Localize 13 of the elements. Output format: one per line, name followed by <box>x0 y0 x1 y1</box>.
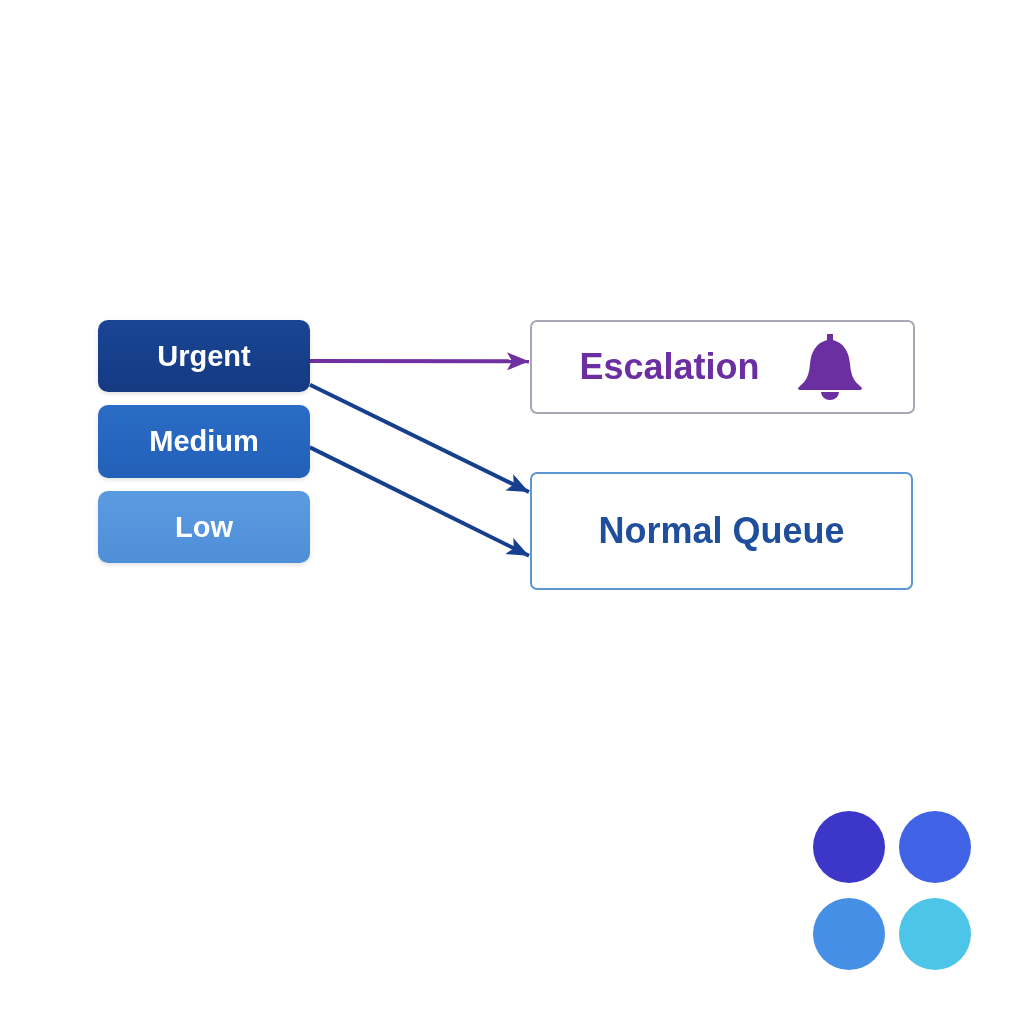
queue-box <box>530 472 913 590</box>
arrow <box>310 352 529 371</box>
node-label: Urgent <box>157 339 251 373</box>
queue-box <box>530 320 915 414</box>
node-label: Medium <box>149 425 259 458</box>
node-label: Low <box>175 510 233 544</box>
priority-box <box>98 491 310 563</box>
priority-box <box>98 320 310 392</box>
arrow <box>309 383 530 494</box>
arrow <box>309 445 530 558</box>
node-label: Escalation <box>579 346 760 388</box>
node-label: Normal Queue <box>598 510 845 552</box>
priority-box <box>98 405 310 478</box>
